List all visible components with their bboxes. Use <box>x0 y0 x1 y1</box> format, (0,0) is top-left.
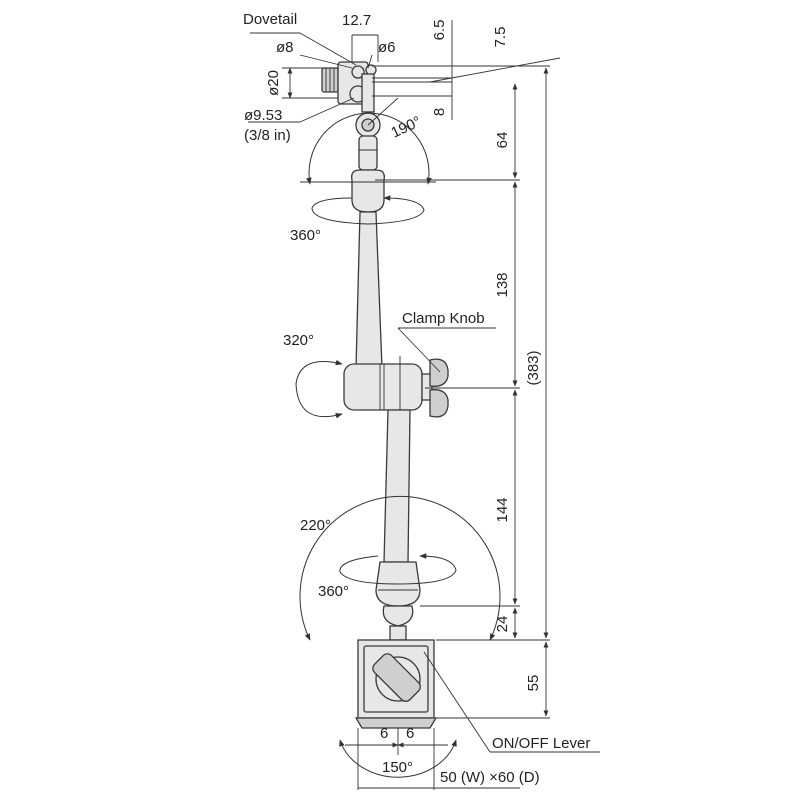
rotation-arc-220: 220° <box>299 495 501 641</box>
angle-360-bottom: 360° <box>318 583 349 600</box>
clamp-knob <box>421 358 449 418</box>
dim-64: 64 <box>494 132 511 149</box>
dim-dia-9-53: ø9.53 <box>244 107 282 124</box>
dim-6-right: 6 <box>406 725 414 742</box>
rotation-arc-320: 320° <box>283 332 343 419</box>
angle-320: 320° <box>283 332 314 349</box>
magnetic-base <box>354 639 438 729</box>
dim-dia-8: ø8 <box>276 39 294 56</box>
callout-clamp-knob: Clamp Knob <box>397 310 496 373</box>
lower-knuckle <box>375 561 421 641</box>
dim-383: (383) <box>525 350 542 385</box>
rotation-arc-360-bottom: 360° <box>318 553 457 600</box>
angle-150: 150° <box>382 759 413 776</box>
dim-138: 138 <box>494 272 511 297</box>
rotation-arc-150: 150° <box>339 739 457 778</box>
dim-dia-20: ø20 <box>265 70 282 96</box>
lower-arm <box>383 409 411 563</box>
label-dovetail: Dovetail <box>243 11 297 28</box>
label-base-size: 50 (W) ×60 (D) <box>440 769 540 786</box>
angle-190: 190° <box>389 113 424 142</box>
label-clamp-knob: Clamp Knob <box>402 310 485 327</box>
dim-dia-6: ø6 <box>378 39 396 56</box>
bottom-dimensions: 6 6 50 (W) ×60 (D) <box>345 725 540 790</box>
upper-arm <box>355 211 383 369</box>
dim-7-5: 7.5 <box>492 27 509 48</box>
dim-8: 8 <box>431 108 448 116</box>
dim-3-8-in: (3/8 in) <box>244 127 291 144</box>
dim-55: 55 <box>525 675 542 692</box>
angle-220: 220° <box>300 517 331 534</box>
dim-12-7: 12.7 <box>342 12 371 29</box>
dim-24: 24 <box>494 616 511 633</box>
label-on-off-lever: ON/OFF Lever <box>492 735 590 752</box>
dim-6-5: 6.5 <box>431 20 448 41</box>
callout-on-off-lever: ON/OFF Lever <box>423 651 600 753</box>
dim-144: 144 <box>494 497 511 522</box>
vertical-dimensions: 64 138 144 24 (383) 55 6.5 7.5 8 <box>375 20 561 719</box>
center-joint <box>343 356 423 416</box>
rotation-arc-360-top: 360° <box>290 195 425 244</box>
top-holder <box>321 61 452 113</box>
dim-6-left: 6 <box>380 725 388 742</box>
top-left-dimensions: Dovetail 12.7 ø8 ø6 ø20 ø9.53 (3/8 in) <box>243 11 396 144</box>
angle-360-top: 360° <box>290 227 321 244</box>
upper-pivot <box>351 112 385 213</box>
